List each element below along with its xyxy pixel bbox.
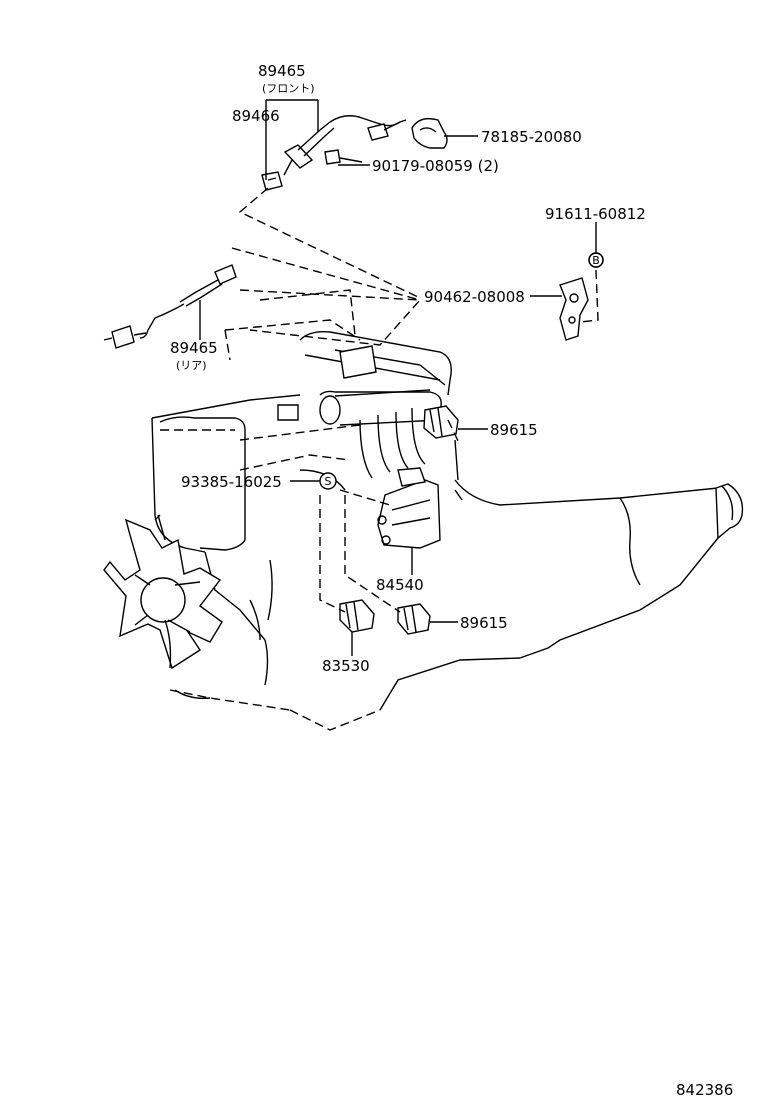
label-clamp: 78185-20080 — [481, 128, 582, 146]
label-o2-sensor-front: 89465 — [258, 62, 306, 80]
marker-b: B — [588, 252, 604, 268]
figure-number: 842386 — [676, 1081, 733, 1099]
label-sensor-lower: 89615 — [460, 614, 508, 632]
label-o2-sensor-front-note: (フロント) — [262, 82, 315, 95]
part-labels: 89465 (フロント) 89466 78185-20080 90179-080… — [170, 62, 733, 1099]
label-throttle-sensor: 84540 — [376, 576, 424, 594]
throttle-sensor-part — [377, 467, 441, 549]
label-washer: 93385-16025 — [181, 473, 282, 491]
sensor-lower-part — [397, 603, 431, 635]
o2-sensor-front — [261, 115, 407, 191]
bracket-part — [559, 252, 604, 341]
switch-part — [339, 599, 375, 633]
leader-lines — [199, 99, 597, 656]
marker-s: S — [319, 472, 337, 490]
label-switch: 83530 — [322, 657, 370, 675]
connection-lines — [224, 187, 461, 613]
label-bracket-clamp: 90462-08008 — [424, 288, 525, 306]
label-sensor-upper: 89615 — [490, 421, 538, 439]
o2-sensor-rear — [103, 264, 237, 349]
label-o2-sensor-rear-note: (リア) — [176, 359, 207, 372]
label-o2-sensor-front-alt: 89466 — [232, 107, 280, 125]
marker-b-text: B — [592, 254, 600, 267]
label-o2-sensor-rear: 89465 — [170, 339, 218, 357]
engine-outline — [103, 289, 744, 731]
marker-s-text: S — [325, 475, 332, 488]
clamp-part — [411, 117, 448, 149]
label-bolt-bracket: 91611-60812 — [545, 205, 646, 223]
sensor-upper-part — [423, 405, 459, 439]
label-bolt-small: 90179-08059 (2) — [372, 157, 499, 175]
